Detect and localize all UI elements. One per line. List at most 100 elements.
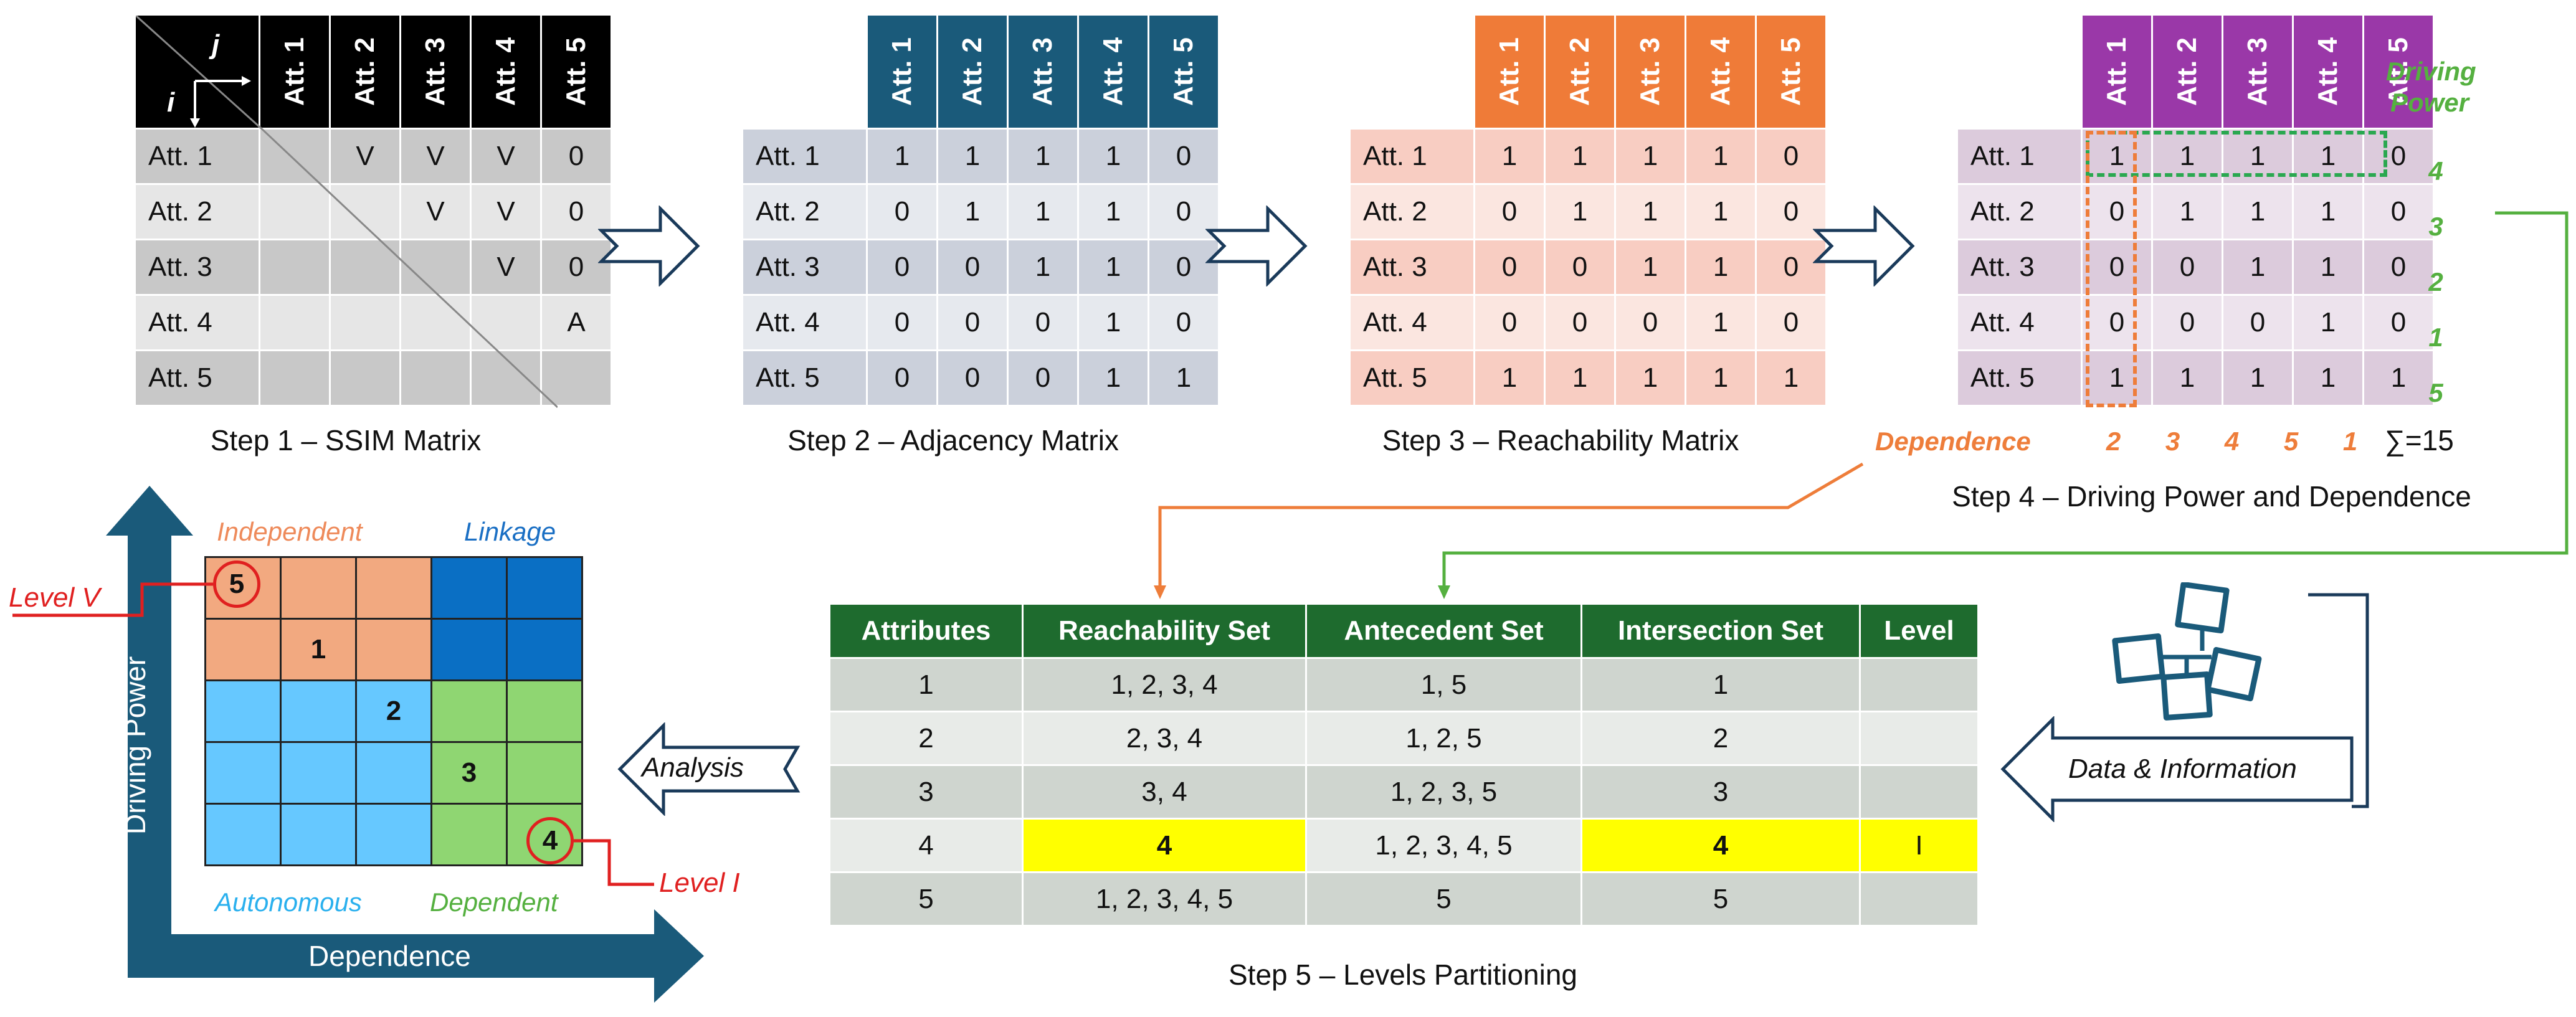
driving-power-values: 4 3 2 1 5	[2417, 143, 2455, 420]
cell: 1	[936, 183, 1009, 240]
dependence-value: 3	[2165, 427, 2180, 456]
data-info-label: Data & Information	[2068, 754, 2297, 784]
cell: 1	[1077, 128, 1149, 185]
col-header: Att. 4	[1077, 14, 1149, 130]
cell: A	[540, 294, 612, 351]
row-header: Att. 1	[1956, 128, 2083, 185]
level-i-label: Level I	[659, 868, 740, 898]
cell	[470, 349, 542, 407]
cell: 1	[1685, 183, 1757, 240]
grid-cell	[280, 741, 357, 805]
level-v-label: Level V	[9, 582, 100, 613]
cell: V	[399, 128, 472, 185]
grid-cell	[355, 618, 432, 681]
cell: 1	[1755, 349, 1827, 407]
sum-total: ∑=15	[2385, 424, 2454, 456]
cell: 4	[829, 818, 1024, 873]
col-header: Att. 1	[2081, 14, 2153, 130]
row-header: Att. 2	[1956, 183, 2083, 240]
row-header: Att. 5	[1349, 349, 1475, 407]
cell: 1	[866, 128, 938, 185]
cell: V	[399, 183, 472, 240]
cell: 0	[1544, 239, 1616, 296]
row-header: Att. 2	[134, 183, 260, 240]
step4-caption: Step 4 – Driving Power and Dependence	[1952, 480, 2471, 513]
driving-power-value: 2	[2428, 267, 2443, 296]
cell: 1	[1614, 349, 1686, 407]
cell: 1	[2151, 349, 2223, 407]
cell	[329, 239, 401, 296]
cell: 1, 5	[1305, 657, 1582, 712]
cell: 1	[2222, 349, 2294, 407]
cell: V	[470, 239, 542, 296]
col-header: Att. 2	[1544, 14, 1616, 130]
cell	[399, 239, 472, 296]
row-header: Att. 3	[134, 239, 260, 296]
grid-cell	[355, 741, 432, 805]
row-header: Att. 4	[741, 294, 868, 351]
cell: 1	[1685, 349, 1757, 407]
col-header: Att. 3	[1614, 14, 1686, 130]
cell: 0	[866, 349, 938, 407]
y-axis-label: Driving Power	[118, 656, 152, 835]
col-header: Att. 3	[399, 14, 472, 130]
driving-power-title: Driving Power	[2386, 57, 2476, 117]
table-header: Antecedent Set	[1305, 603, 1582, 659]
cell	[399, 294, 472, 351]
cell: 1	[1077, 239, 1149, 296]
point-3: 3	[430, 741, 508, 805]
col-header: Att. 4	[2292, 14, 2364, 130]
autonomous-label: Autonomous	[215, 887, 362, 917]
cell: 3	[1580, 764, 1861, 820]
step2-adjacency-matrix: Att. 1 Att. 2 Att. 3 Att. 4 Att. 5 Att. …	[741, 14, 1220, 407]
ssim-corner: j i	[134, 14, 260, 130]
table-row: 5 1, 2, 3, 4, 5 5 5	[829, 871, 1979, 927]
cell	[329, 183, 401, 240]
cell: 0	[1007, 294, 1079, 351]
axis-j-label: j	[212, 29, 220, 60]
cell: 1	[1473, 128, 1546, 185]
grid-cell	[280, 679, 357, 743]
cell: 1	[2292, 349, 2364, 407]
grid-cell	[355, 803, 432, 866]
cell: 0	[2151, 239, 2223, 296]
col-header: Att. 4	[470, 14, 542, 130]
row-header: Att. 2	[741, 183, 868, 240]
cell: 0	[1148, 239, 1220, 296]
cell: 1	[1473, 349, 1546, 407]
cell: 1	[2222, 183, 2294, 240]
cell: 5	[1580, 871, 1861, 927]
row-header: Att. 4	[134, 294, 260, 351]
dependence-value: 2	[2106, 427, 2121, 456]
cell: 1	[1544, 183, 1616, 240]
dependence-value: 4	[2224, 427, 2240, 456]
cell: 1	[1077, 183, 1149, 240]
cell: 1, 2, 3, 5	[1305, 764, 1582, 820]
point-4: 4	[526, 817, 574, 864]
cell: 0	[866, 239, 938, 296]
col-header: Att. 1	[259, 14, 331, 130]
row-header: Att. 1	[134, 128, 260, 185]
col-header: Att. 2	[936, 14, 1009, 130]
cell: 0	[2222, 294, 2294, 351]
cell: 0	[936, 294, 1009, 351]
cell: 2, 3, 4	[1022, 711, 1307, 766]
cell: 1	[2222, 239, 2294, 296]
arrow-right-icon	[1813, 206, 1915, 286]
cell-highlighted: I	[1859, 818, 1979, 873]
cell: 1, 2, 3, 4, 5	[1022, 871, 1307, 927]
row-header: Att. 3	[1956, 239, 2083, 296]
col-header: Att. 5	[1755, 14, 1827, 130]
cell	[329, 349, 401, 407]
cell: 0	[1148, 128, 1220, 185]
cell	[259, 128, 331, 185]
cell: 1, 2, 5	[1305, 711, 1582, 766]
column-sum-highlight	[2086, 131, 2137, 407]
cell: 1	[936, 128, 1009, 185]
cell	[1859, 871, 1979, 927]
cell: 0	[1007, 349, 1079, 407]
col-header: Att. 2	[2151, 14, 2223, 130]
cell: 1, 2, 3, 4	[1022, 657, 1307, 712]
cell: 1	[1544, 128, 1616, 185]
cell: 1	[2292, 294, 2364, 351]
